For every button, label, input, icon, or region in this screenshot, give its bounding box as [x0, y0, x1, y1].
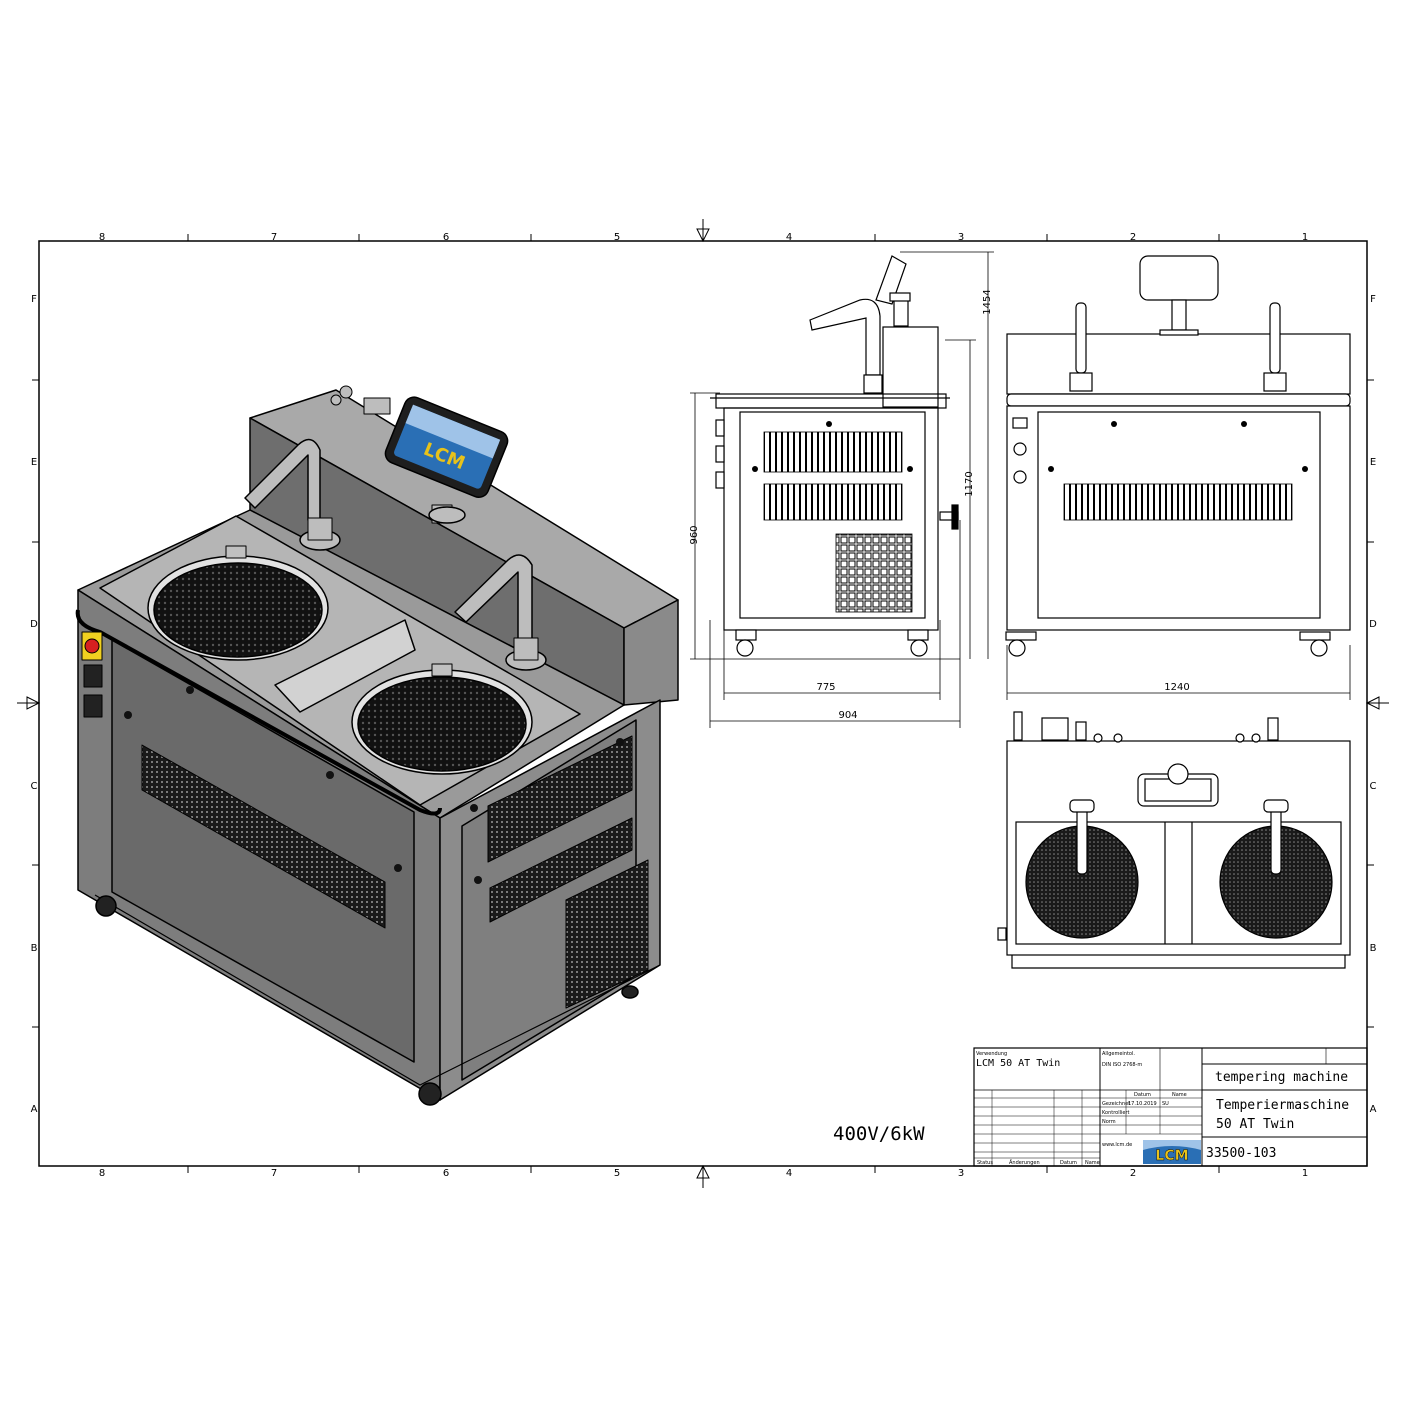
control-display: [384, 396, 509, 499]
zone-row-f: F: [31, 294, 37, 305]
side-vent-grid: [565, 859, 649, 1009]
col-date: Datum: [1134, 1092, 1151, 1098]
zone-row-d-right: D: [1369, 619, 1377, 630]
zone-col-8: 8: [99, 232, 105, 243]
row-checked: Kontrolliert: [1102, 1110, 1130, 1116]
front-view-vent: [1063, 483, 1293, 521]
title-block-text: Verwendung LCM 50 AT Twin Allgemeintol. …: [976, 1051, 1349, 1166]
usage-label: Verwendung: [976, 1051, 1007, 1057]
zone-labels-left: F E D C B A: [30, 294, 38, 1115]
drawn-date: 17.10.2019: [1128, 1101, 1157, 1107]
side-view: [710, 255, 959, 657]
side-vent-1: [763, 431, 903, 473]
drawing-number: 33500-103: [1206, 1146, 1276, 1161]
kettle-right-basket: [357, 676, 527, 772]
zone-row-c: C: [31, 781, 38, 792]
zone-col-6: 6: [443, 232, 449, 243]
side-vent-grid-2d: [835, 533, 913, 613]
zone-row-c-right: C: [1370, 781, 1377, 792]
rear-connectors: [330, 385, 391, 415]
front-view-display: [1139, 255, 1219, 301]
centering-marks: [17, 219, 1389, 1188]
kettle-left-basket: [153, 562, 323, 658]
zone-col-8-bottom: 8: [99, 1168, 105, 1179]
zone-col-3: 3: [958, 232, 964, 243]
footer-changes: Änderungen: [1009, 1159, 1040, 1166]
dim-depth-904: 904: [838, 710, 857, 721]
zone-row-d: D: [30, 619, 38, 630]
isometric-machine-view: LCM: [75, 385, 679, 1106]
front-handle-rail: [75, 609, 442, 816]
lcm-logo: LCM: [1143, 1140, 1201, 1164]
drawn-name: SU: [1162, 1101, 1169, 1107]
logo-text: LCM: [1155, 1148, 1188, 1164]
side-view-dimensions: [690, 251, 1351, 728]
tolerance-label: Allgemeintol.: [1102, 1051, 1135, 1057]
zone-col-1-bottom: 1: [1302, 1168, 1308, 1179]
spout-right: [454, 554, 547, 671]
zone-labels-right: F E D C B A: [1369, 294, 1377, 1115]
zone-row-b: B: [31, 943, 38, 954]
row-drawn: Gezeichnet: [1102, 1101, 1130, 1107]
footer-date: Datum: [1060, 1160, 1077, 1166]
sheet-frame: [17, 219, 1389, 1188]
website: www.lcm.de: [1102, 1142, 1132, 1148]
zone-col-1: 1: [1302, 232, 1308, 243]
zone-col-2: 2: [1130, 232, 1136, 243]
panel-screws: [124, 686, 624, 884]
center-ramp: [274, 619, 416, 713]
zone-labels-bottom: 8 7 6 5 4 3 2 1: [99, 1168, 1308, 1179]
zone-row-e-right: E: [1370, 457, 1376, 468]
zone-row-f-right: F: [1370, 294, 1376, 305]
front-vent-grille: [141, 744, 386, 929]
footer-name: Name: [1085, 1160, 1100, 1166]
side-vent-upper: [487, 735, 633, 863]
zone-row-e: E: [31, 457, 37, 468]
side-vent-2: [763, 483, 903, 521]
zone-row-a-right: A: [1370, 1104, 1377, 1115]
footer-status: Status: [977, 1160, 993, 1166]
dim-height-1170: 1170: [964, 471, 975, 496]
title-block: [973, 1047, 1368, 1167]
col-name: Name: [1172, 1092, 1187, 1098]
title-german-line-1: Temperiermaschine: [1216, 1098, 1349, 1113]
zone-row-a: A: [31, 1104, 38, 1115]
title-german-line-2: 50 AT Twin: [1216, 1117, 1294, 1132]
top-view: [997, 711, 1351, 969]
front-view: [1005, 255, 1351, 657]
zone-col-2-bottom: 2: [1130, 1168, 1136, 1179]
front-view-rear-block: [1006, 333, 1351, 395]
zone-row-b-right: B: [1370, 943, 1377, 954]
zone-col-4: 4: [786, 232, 792, 243]
dim-height-1454: 1454: [982, 289, 993, 314]
zone-col-3-bottom: 3: [958, 1168, 964, 1179]
row-norm: Norm: [1102, 1119, 1116, 1125]
zone-col-6-bottom: 6: [443, 1168, 449, 1179]
zone-labels-top: 8 7 6 5 4 3 2 1: [99, 232, 1308, 243]
usage-value: LCM 50 AT Twin: [976, 1058, 1060, 1069]
casters: [95, 895, 639, 1106]
spout-left: [244, 438, 341, 551]
dim-depth-775: 775: [816, 682, 835, 693]
zone-col-5: 5: [614, 232, 620, 243]
dim-height-960: 960: [689, 525, 700, 544]
side-view-rear-block: [882, 326, 939, 408]
side-vent-lower: [489, 817, 633, 923]
zone-col-7-bottom: 7: [271, 1168, 277, 1179]
rear-block-side: [623, 599, 679, 706]
zone-col-4-bottom: 4: [786, 1168, 792, 1179]
power-rating: 400V/6kW: [833, 1123, 925, 1145]
tolerance-value: DIN ISO 2768-m: [1102, 1062, 1142, 1068]
zone-col-5-bottom: 5: [614, 1168, 620, 1179]
main-switch-knob: [84, 638, 100, 654]
zone-col-7: 7: [271, 232, 277, 243]
dim-width-1240: 1240: [1164, 682, 1189, 693]
title-english: tempering machine: [1215, 1070, 1348, 1085]
